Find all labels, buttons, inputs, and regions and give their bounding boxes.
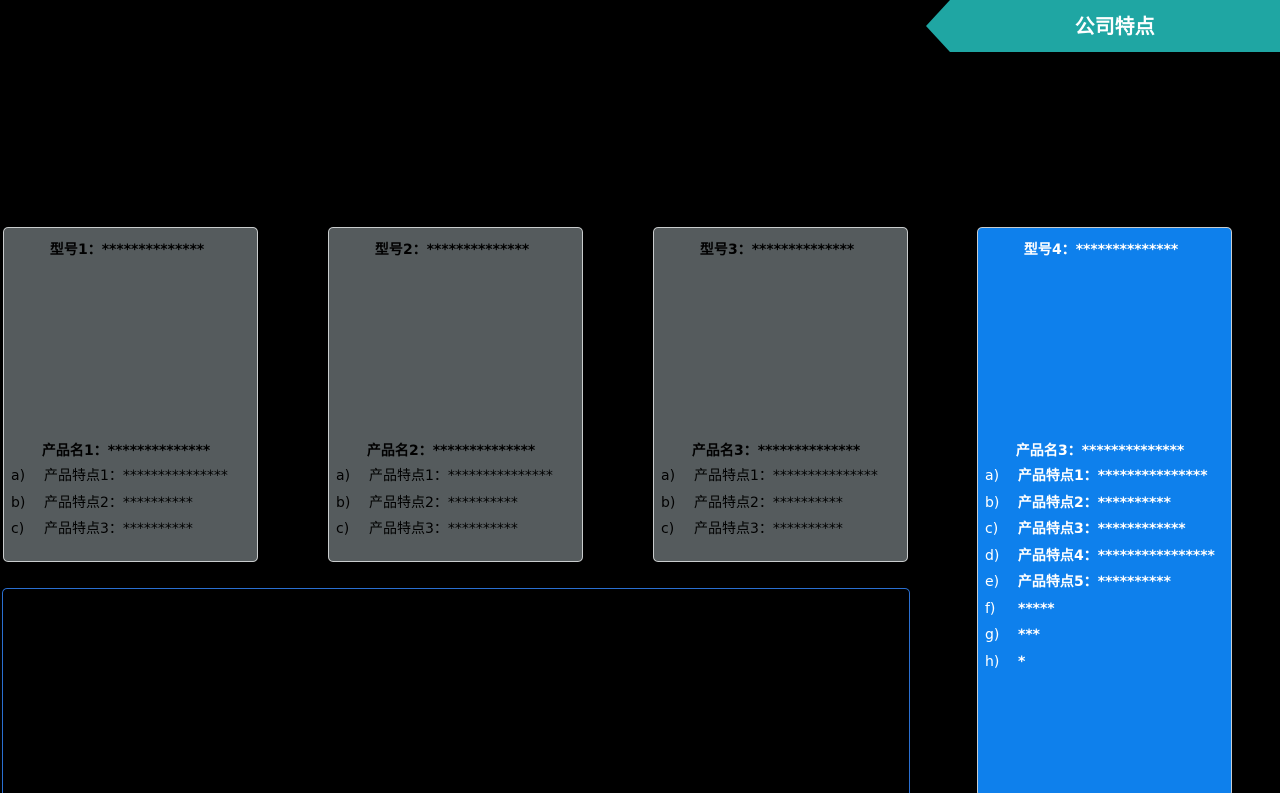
model-label: 型号1：**************	[50, 242, 205, 258]
feature-list: a) 产品特点1：*************** b) 产品特点2：******…	[329, 466, 582, 546]
feature-text: 产品特点4：****************	[1018, 547, 1215, 564]
model-label: 型号2：**************	[375, 242, 530, 258]
list-marker: a)	[985, 468, 1000, 484]
product-name: 产品名1：**************	[42, 443, 211, 459]
product-card-3[interactable]: 型号3：************** 产品名3：************** a…	[653, 227, 908, 562]
header-tab-shape	[926, 0, 1280, 52]
list-marker: a)	[336, 468, 351, 484]
model-label: 型号4：**************	[1024, 242, 1179, 258]
feature-text: 产品特点1：***************	[44, 468, 228, 484]
list-marker: b)	[985, 494, 1000, 511]
feature-list: a) 产品特点1：*************** b) 产品特点2：******…	[654, 466, 907, 546]
product-name: 产品名3：**************	[692, 443, 861, 459]
list-marker: b)	[661, 494, 676, 511]
list-marker: c)	[985, 521, 999, 537]
bottom-content-panel	[2, 588, 910, 793]
feature-list: a) 产品特点1：*************** b) 产品特点2：******…	[978, 466, 1231, 678]
feature-text: 产品特点3：**********	[369, 521, 518, 537]
list-item: c) 产品特点3：**********	[654, 519, 907, 546]
list-marker: b)	[11, 494, 26, 511]
list-item: b) 产品特点2：**********	[329, 493, 582, 520]
header-title: 公司特点	[1075, 14, 1155, 38]
list-item: e) 产品特点5：**********	[978, 572, 1231, 599]
feature-text: 产品特点2：**********	[694, 494, 843, 511]
header-tab: 公司特点	[926, 0, 1280, 52]
product-card-2[interactable]: 型号2：************** 产品名2：************** a…	[328, 227, 583, 562]
list-marker: d)	[985, 547, 1000, 564]
list-item: c) 产品特点3：**********	[329, 519, 582, 546]
feature-text: 产品特点3：************	[1018, 521, 1186, 537]
feature-text: 产品特点3：**********	[694, 521, 843, 537]
list-item: c) 产品特点3：************	[978, 519, 1231, 546]
feature-text: 产品特点1：***************	[1018, 468, 1208, 484]
list-item: d) 产品特点4：****************	[978, 546, 1231, 573]
list-marker: g)	[985, 627, 1000, 643]
product-card-1[interactable]: 型号1：************** 产品名1：************** a…	[3, 227, 258, 562]
list-marker: a)	[11, 468, 26, 484]
list-item: b) 产品特点2：**********	[4, 493, 257, 520]
list-marker: b)	[336, 494, 351, 511]
feature-text: 产品特点2：**********	[1018, 494, 1171, 511]
feature-text: ***	[1018, 627, 1040, 643]
list-item: a) 产品特点1：***************	[978, 466, 1231, 493]
model-label: 型号3：**************	[700, 242, 855, 258]
feature-text: 产品特点1：***************	[694, 468, 878, 484]
feature-text: *****	[1018, 600, 1055, 617]
list-marker: e)	[985, 574, 1000, 590]
feature-text: *	[1018, 653, 1026, 670]
list-item: b) 产品特点2：**********	[654, 493, 907, 520]
list-marker: h)	[985, 653, 1000, 670]
feature-text: 产品特点2：**********	[369, 494, 518, 511]
list-marker: a)	[661, 468, 676, 484]
list-marker: f)	[985, 600, 996, 617]
product-name: 产品名3：**************	[1016, 443, 1185, 459]
feature-text: 产品特点5：**********	[1018, 574, 1171, 590]
list-item: h) *	[978, 652, 1231, 679]
list-item: b) 产品特点2：**********	[978, 493, 1231, 520]
list-marker: c)	[336, 521, 350, 537]
list-item: c) 产品特点3：**********	[4, 519, 257, 546]
feature-text: 产品特点1：***************	[369, 468, 553, 484]
list-item: f) *****	[978, 599, 1231, 626]
feature-list: a) 产品特点1：*************** b) 产品特点2：******…	[4, 466, 257, 546]
product-card-4-selected[interactable]: 型号4：************** 产品名3：************** a…	[977, 227, 1232, 793]
list-item: a) 产品特点1：***************	[329, 466, 582, 493]
feature-text: 产品特点3：**********	[44, 521, 193, 537]
feature-text: 产品特点2：**********	[44, 494, 193, 511]
list-marker: c)	[661, 521, 675, 537]
list-item: a) 产品特点1：***************	[4, 466, 257, 493]
list-marker: c)	[11, 521, 25, 537]
product-name: 产品名2：**************	[367, 443, 536, 459]
list-item: a) 产品特点1：***************	[654, 466, 907, 493]
list-item: g) ***	[978, 625, 1231, 652]
